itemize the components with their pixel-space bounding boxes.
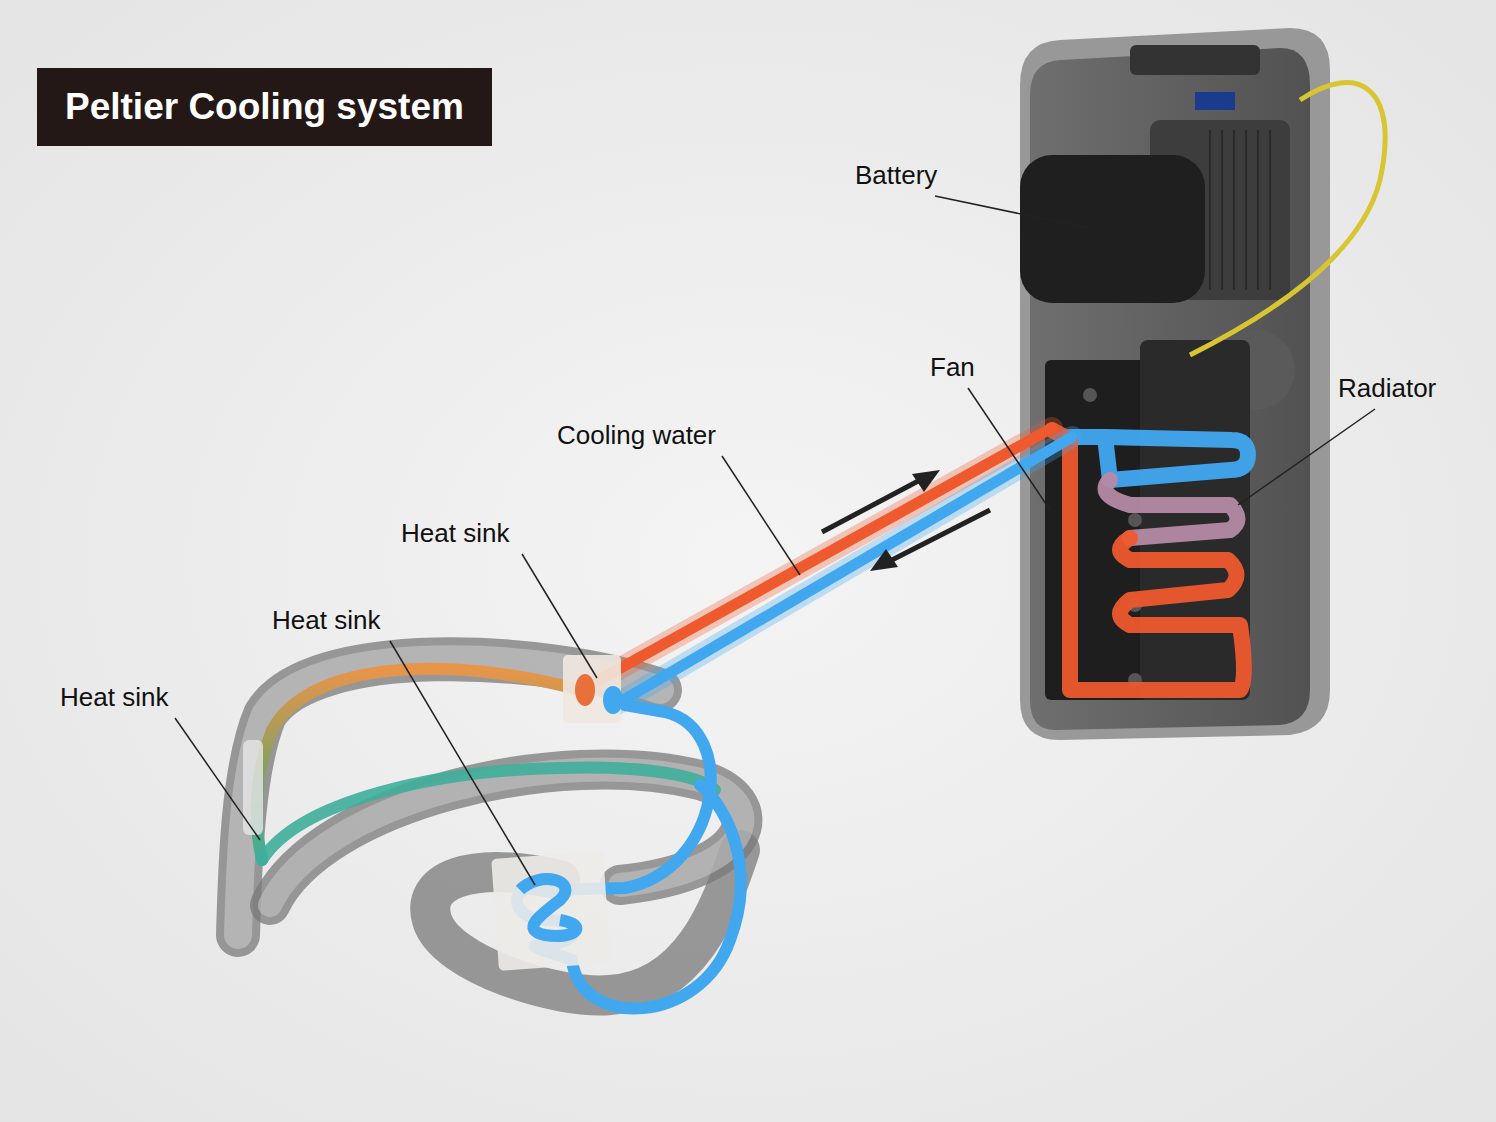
flow-arrows bbox=[822, 470, 990, 571]
heat-sinks bbox=[243, 655, 623, 971]
part-label: Cooling water bbox=[557, 420, 716, 450]
part-label: Heat sink bbox=[272, 605, 380, 635]
part-label: Heat sink bbox=[401, 518, 509, 548]
device-housing bbox=[1020, 28, 1330, 740]
part-label: Heat sink bbox=[60, 682, 168, 712]
leader-lines bbox=[175, 196, 1375, 885]
part-label: Fan bbox=[930, 352, 975, 382]
title-banner: Peltier Cooling system bbox=[37, 68, 492, 146]
cooling-water-lines bbox=[257, 428, 1072, 1009]
power-cable bbox=[1190, 83, 1385, 355]
part-label: Radiator bbox=[1338, 373, 1436, 403]
neck-band bbox=[238, 659, 742, 995]
part-label: Battery bbox=[855, 160, 937, 190]
radiator-tubes bbox=[1052, 430, 1248, 690]
